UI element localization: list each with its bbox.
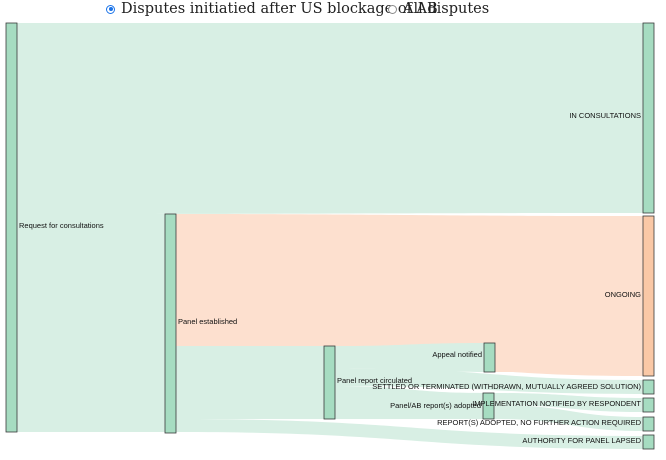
link-adopted-to-no-further-action[interactable] xyxy=(494,405,643,431)
label-in-consultations: IN CONSULTATIONS xyxy=(569,111,641,120)
sankey-links xyxy=(17,23,643,449)
link-report-to-settled[interactable] xyxy=(335,368,643,394)
label-panel-report-circulated: Panel report circulated xyxy=(337,376,412,385)
link-request-to-in-consultations[interactable] xyxy=(17,23,643,214)
node-in-consultations[interactable] xyxy=(642,22,655,214)
dispute-filter: Disputes initiatied after US blockage of… xyxy=(0,0,666,18)
radio-label-after-ab-blockage: Disputes initiatied after US blockage of… xyxy=(121,1,438,17)
label-settled-or-terminated: SETTLED OR TERMINATED (WITHDRAWN, MUTUAL… xyxy=(372,382,641,391)
sankey-nodes xyxy=(5,22,655,450)
label-authority-lapsed: AUTHORITY FOR PANEL LAPSED xyxy=(522,436,641,445)
link-panel-to-ongoing[interactable] xyxy=(176,214,643,376)
node-no-further-action[interactable] xyxy=(642,416,655,432)
node-authority-lapsed[interactable] xyxy=(642,434,655,450)
radio-option-all-disputes[interactable]: All disputes xyxy=(388,0,489,18)
link-appeal-to-ongoing[interactable] xyxy=(495,343,643,376)
node-request-for-consultations[interactable] xyxy=(5,22,18,433)
label-panel-established: Panel established xyxy=(178,317,237,326)
node-panel-established[interactable] xyxy=(164,213,177,434)
link-report-to-appeal[interactable] xyxy=(335,343,484,372)
node-implementation-notified[interactable] xyxy=(642,397,655,413)
link-request-to-panel-established[interactable] xyxy=(17,214,165,432)
label-panel-ab-reports-adopted: Panel/AB report(s) adopted xyxy=(390,401,481,410)
link-adopted-to-implementation[interactable] xyxy=(494,393,643,412)
sankey-labels: Request for consultations IN CONSULTATIO… xyxy=(19,111,642,445)
radio-button-checked[interactable] xyxy=(106,4,115,14)
label-appeal-notified: Appeal notified xyxy=(432,350,482,359)
label-no-further-action: REPORT(S) ADOPTED, NO FURTHER ACTION REQ… xyxy=(437,418,641,427)
link-panel-to-lapsed[interactable] xyxy=(176,419,643,449)
radio-button-unchecked[interactable] xyxy=(388,4,397,14)
label-ongoing: ONGOING xyxy=(605,290,641,299)
node-panel-ab-reports-adopted[interactable] xyxy=(482,392,495,420)
label-implementation-notified: IMPLEMENTATION NOTIFIED BY RESPONDENT xyxy=(472,399,641,408)
radio-option-after-ab-blockage[interactable]: Disputes initiatied after US blockage of… xyxy=(106,0,438,18)
link-panel-to-panel-report[interactable] xyxy=(176,346,324,419)
node-appeal-notified[interactable] xyxy=(483,342,496,373)
node-panel-report-circulated[interactable] xyxy=(323,345,336,420)
radio-label-all-disputes: All disputes xyxy=(403,1,490,17)
node-ongoing[interactable] xyxy=(642,215,655,377)
label-request-for-consultations: Request for consultations xyxy=(19,221,104,230)
link-report-to-adopted[interactable] xyxy=(335,386,483,419)
node-settled-or-terminated[interactable] xyxy=(642,379,655,395)
